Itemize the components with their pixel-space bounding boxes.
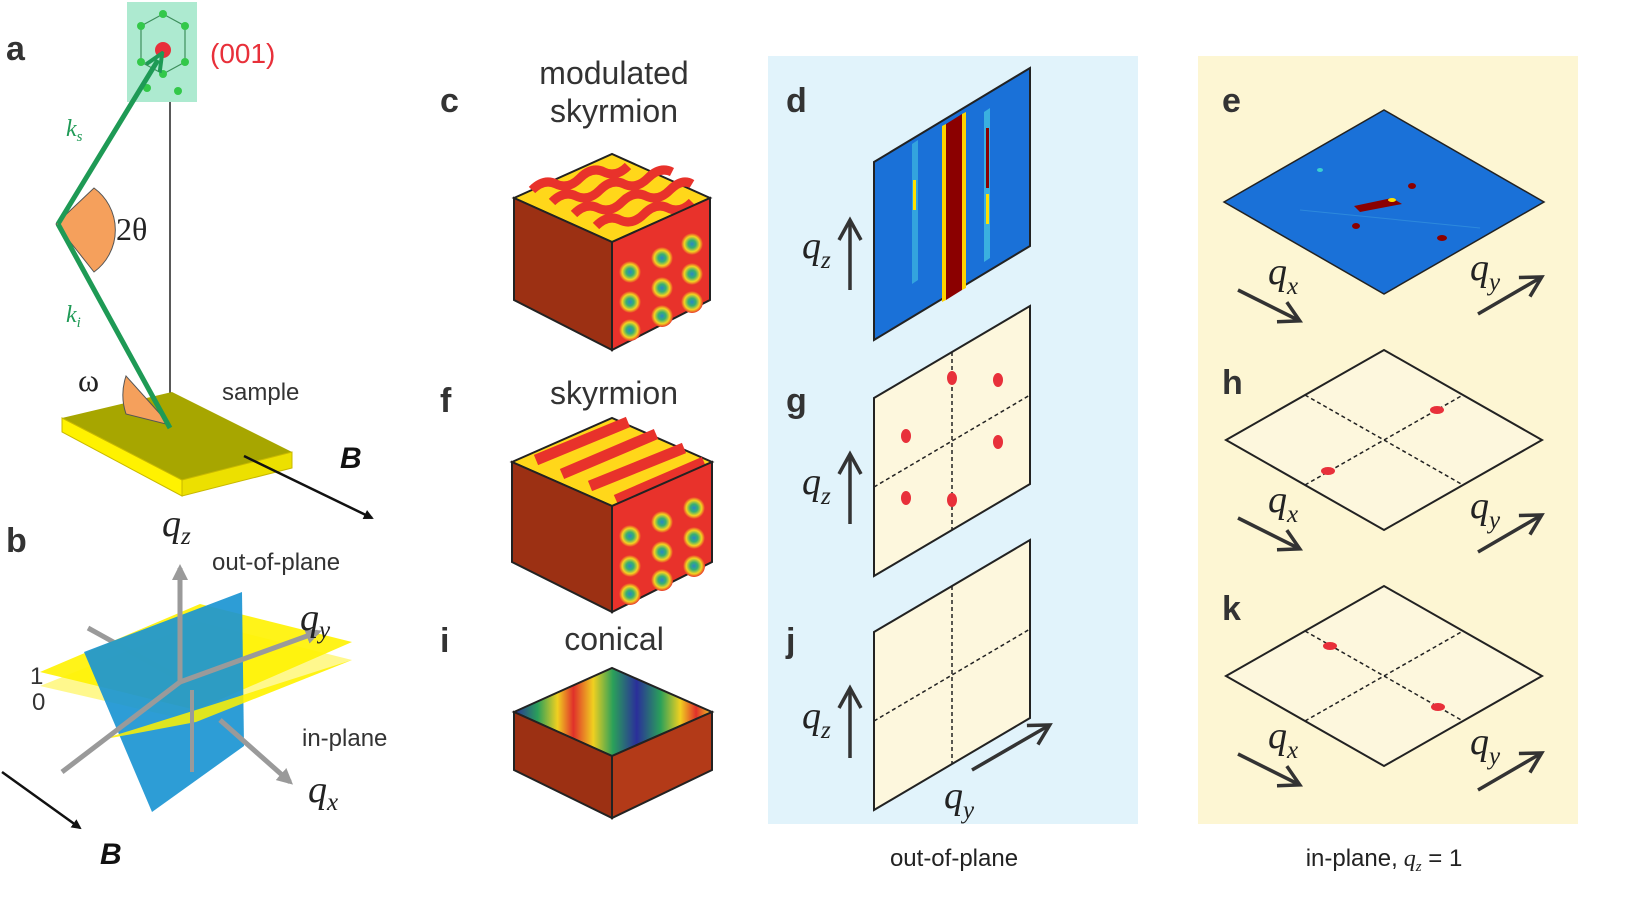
- qy-label-j: qy: [944, 775, 975, 824]
- qx-label-e: qx: [1268, 251, 1298, 300]
- qx-label-b: qx: [308, 769, 338, 816]
- two-theta-label: 2θ: [116, 211, 147, 247]
- field-label-a: B: [340, 442, 362, 475]
- panel-label-c: c: [440, 82, 459, 120]
- title-c-line2: skyrmion: [550, 93, 678, 129]
- qx-arrow-h: [1237, 516, 1304, 552]
- reflection-label: (001): [210, 38, 275, 69]
- bragg-peak-001: [155, 42, 171, 58]
- panel-d: d qz: [786, 66, 1031, 342]
- panel-h: h qx qy: [1222, 348, 1545, 554]
- panel-c: c modulated skyrmion: [440, 55, 713, 352]
- out-of-plane-sheet: [84, 592, 244, 812]
- qz-label-b: qz: [162, 503, 191, 550]
- incident-beam: [55, 222, 173, 430]
- omega-label: ω: [78, 362, 99, 398]
- grid-line-j-diagonal: [873, 628, 1031, 722]
- qy-arrow-e: [1477, 275, 1545, 316]
- in-plane-label: in-plane: [302, 725, 387, 752]
- qy-arrow-k: [1477, 751, 1545, 792]
- grid-line-g-diagonal: [873, 394, 1031, 488]
- sample-label: sample: [222, 379, 299, 406]
- panel-k: k qx qy: [1222, 584, 1545, 792]
- panel-label-g: g: [786, 382, 807, 420]
- lattice-points: [137, 10, 189, 95]
- ki-label: ki: [66, 302, 81, 331]
- level-1-label: 1: [30, 663, 43, 690]
- scattered-beam: [55, 60, 158, 226]
- panel-label-d: d: [786, 82, 807, 120]
- qx-arrow-e: [1237, 288, 1304, 324]
- field-arrow-a: [243, 454, 374, 520]
- cube-f-skyrmions: [619, 497, 705, 605]
- panel-e: e qx qy: [1222, 82, 1546, 324]
- cube-f-right: [611, 460, 713, 614]
- qy-label-b: qy: [300, 597, 331, 644]
- intensity-streaks-d: [912, 108, 990, 302]
- panel-label-f: f: [440, 382, 452, 420]
- qy-label-k: qy: [1470, 721, 1501, 770]
- panel-f: f skyrmion: [440, 375, 715, 614]
- two-theta-wedge: [55, 187, 116, 273]
- title-i: conical: [564, 621, 664, 657]
- panel-label-a: a: [6, 30, 26, 68]
- panel-label-i: i: [440, 622, 449, 660]
- qz-label-j: qz: [802, 695, 831, 744]
- reciprocal-plane-j: [873, 538, 1031, 812]
- title-f: skyrmion: [550, 375, 678, 411]
- qy-arrow-h: [1477, 513, 1545, 554]
- panel-label-j: j: [785, 622, 795, 660]
- field-arrow-b: [1, 770, 82, 830]
- qx-label-h: qx: [1268, 479, 1298, 528]
- qx-label-k: qx: [1268, 715, 1298, 764]
- out-of-plane-label: out-of-plane: [212, 549, 340, 576]
- qz-label-d: qz: [802, 225, 831, 274]
- panel-a: a (001) sample 2θ ω ks ki B: [6, 2, 374, 520]
- panel-b: b qz qy qx out-of-plane in-plane 1 0 B: [1, 503, 387, 871]
- intensity-spots-e: [1299, 168, 1481, 241]
- panel-j: j qz qy: [785, 538, 1053, 824]
- field-label-b: B: [100, 838, 122, 871]
- cube-i-right: [611, 710, 713, 820]
- qy-label-e: qy: [1470, 247, 1501, 296]
- omega-wedge: [122, 375, 172, 426]
- grid-line-h-1: [1304, 394, 1464, 486]
- reciprocal-plane-g: [873, 304, 1031, 578]
- panel-label-b: b: [6, 522, 27, 560]
- level-0-label: 0: [32, 689, 45, 716]
- qy-label-h: qy: [1470, 485, 1501, 534]
- title-c-line1: modulated: [539, 55, 688, 91]
- qy-axis: [179, 628, 322, 685]
- qx-axis: [218, 718, 293, 785]
- qy-back-axis: [60, 680, 182, 774]
- cube-c-skyrmions: [619, 233, 703, 341]
- cube-c-waves: [528, 162, 696, 230]
- qy-arrow-j: [971, 723, 1053, 772]
- panel-label-h: h: [1222, 364, 1243, 402]
- ks-label: ks: [66, 116, 83, 145]
- bragg-spots-k: [1323, 642, 1445, 711]
- qx-arrow-k: [1237, 752, 1304, 788]
- caption-out-of-plane: out-of-plane: [890, 845, 1018, 872]
- panel-label-e: e: [1222, 82, 1241, 120]
- qz-label-g: qz: [802, 461, 831, 510]
- panel-g: g qz: [786, 304, 1031, 578]
- bragg-spots-g: [901, 371, 1003, 507]
- bragg-spots-h: [1321, 406, 1444, 475]
- caption-in-plane: in-plane,qz = 1: [1306, 845, 1463, 875]
- panel-i: i conical: [440, 621, 715, 820]
- grid-line-k-2: [1304, 630, 1464, 722]
- sample-top: [62, 392, 292, 480]
- panel-label-k: k: [1222, 590, 1241, 628]
- cube-f-stripes: [533, 416, 707, 506]
